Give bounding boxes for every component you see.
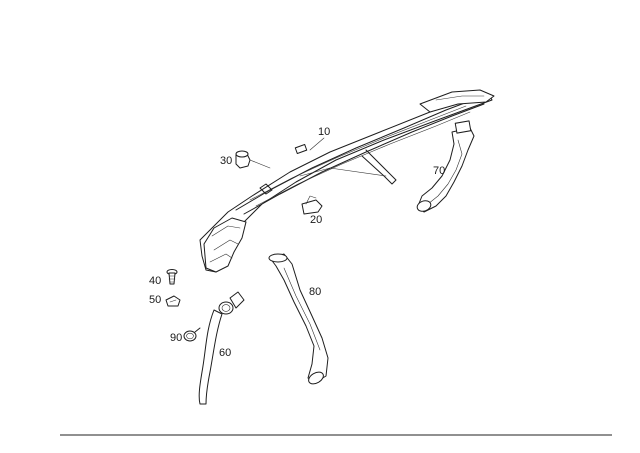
part-number-60: 60 xyxy=(219,347,231,359)
cowl-panel-icon[interactable] xyxy=(199,89,495,273)
water-drain-hose-icon[interactable] xyxy=(268,253,329,386)
part-number-50: 50 xyxy=(149,294,161,306)
screw-icon[interactable] xyxy=(166,269,178,285)
clip-nut-icon[interactable] xyxy=(165,295,181,307)
part-number-70: 70 xyxy=(433,165,445,177)
part-number-90: 90 xyxy=(170,332,182,344)
part-number-20: 20 xyxy=(310,214,322,226)
part-number-30: 30 xyxy=(220,155,232,167)
part-number-80: 80 xyxy=(309,286,321,298)
air-duct-icon[interactable] xyxy=(416,120,475,213)
drain-hose-icon[interactable] xyxy=(198,291,245,405)
mounting-clip-icon[interactable] xyxy=(301,195,323,215)
rubber-bumper-icon[interactable] xyxy=(235,150,271,169)
hose-clamp-icon[interactable] xyxy=(183,327,201,342)
part-number-10: 10 xyxy=(318,126,330,138)
part-number-40: 40 xyxy=(149,275,161,287)
leader-line-10 xyxy=(309,137,325,151)
